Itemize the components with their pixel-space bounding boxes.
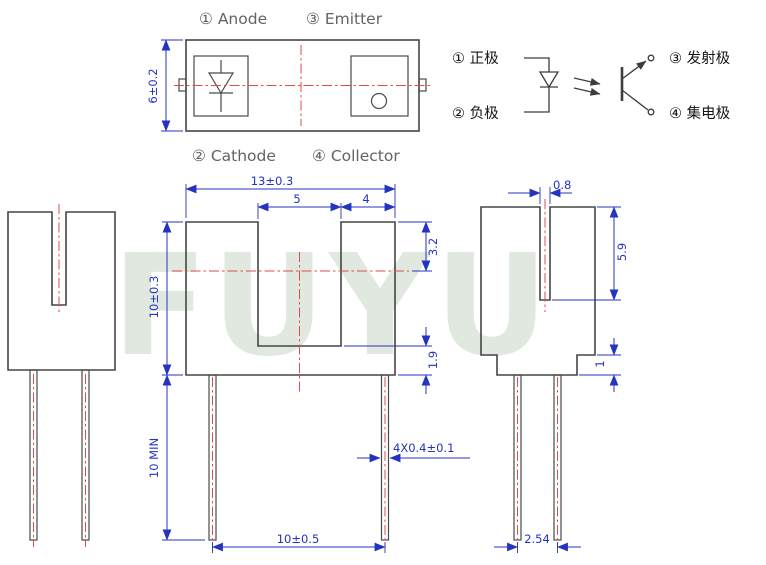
dim-right-wall: 4 (340, 192, 396, 212)
dim-lead-spacing-text: 10±0.5 (277, 532, 320, 546)
dim-body-width: 13±0.3 (185, 174, 396, 218)
pin2-negative-label: ② 负极 (452, 105, 499, 122)
dim-side-step: 1 (579, 338, 621, 392)
front-view-leads (208, 374, 390, 547)
dim-side-lead-spacing: 2.54 (494, 532, 581, 553)
front-view-body (185, 221, 396, 376)
dim-right-wall-text: 4 (362, 192, 369, 206)
pin2-cathode-label: ② Cathode (192, 147, 276, 165)
dim-base-thickness-text: 1.9 (426, 351, 440, 369)
dim-lead-width-text: 4X0.4±0.1 (393, 441, 454, 455)
dim-package-height-text: 6±0.2 (146, 68, 160, 103)
diode-symbol-icon (207, 60, 235, 112)
pin3-emitter-label: ③ Emitter (306, 10, 383, 28)
left-side-view (7, 204, 116, 547)
front-view-centerlines (172, 252, 409, 392)
dim-side-slot-width-text: 0.8 (553, 178, 571, 192)
dim-slot-depth-text: 3.2 (426, 238, 440, 256)
front-view: 13±0.3 5 4 10±0.3 10 MIN 3.2 (147, 174, 470, 553)
dim-side-slot-depth-text: 5.9 (615, 243, 629, 261)
right-view-leads (513, 374, 562, 547)
dim-lead-length-text: 10 MIN (147, 438, 161, 478)
light-emission-arrows-icon (573, 77, 601, 96)
pin4-collector-label: ④ Collector (312, 147, 400, 165)
pin4-collector-cn-label: ④ 集电极 (669, 105, 731, 122)
dim-lead-spacing: 10±0.5 (211, 532, 386, 553)
right-side-view: 0.8 5.9 1 2.54 (480, 178, 629, 553)
sensor-dome-icon (370, 92, 388, 110)
dim-side-lead-spacing-text: 2.54 (524, 532, 550, 546)
dim-side-step-text: 1 (593, 360, 607, 367)
dim-slot-depth: 3.2 (398, 221, 440, 272)
right-view-body (480, 206, 596, 376)
dim-slot-width-text: 5 (293, 192, 300, 206)
dim-lead-width: 4X0.4±0.1 (357, 441, 470, 463)
dim-side-slot-width: 0.8 (508, 178, 572, 204)
left-view-leads (29, 369, 90, 547)
dim-body-height: 10±0.3 (147, 221, 183, 376)
left-view-body (7, 211, 116, 371)
pin1-positive-label: ① 正极 (452, 50, 499, 67)
led-symbol-icon (524, 57, 560, 113)
dim-lead-length: 10 MIN (147, 374, 205, 541)
watermark-text: FUYU (112, 225, 552, 388)
dim-body-width-text: 13±0.3 (251, 174, 294, 188)
pin1-anode-label: ① Anode (199, 10, 267, 28)
phototransistor-symbol-icon (620, 54, 655, 116)
top-view-centerlines (174, 45, 431, 126)
dim-package-height: 6±0.2 (146, 39, 183, 132)
dim-side-slot-depth: 5.9 (552, 206, 629, 301)
dim-body-height-text: 10±0.3 (147, 276, 161, 319)
circuit-schematic: ① 正极 ② 负极 ③ 发射极 ④ 集电极 (452, 50, 731, 122)
pin3-emitter-cn-label: ③ 发射极 (669, 50, 731, 67)
dim-base-thickness: 1.9 (344, 327, 440, 394)
top-view: ① Anode ③ Emitter ② Cathode ④ Collector … (146, 10, 431, 165)
